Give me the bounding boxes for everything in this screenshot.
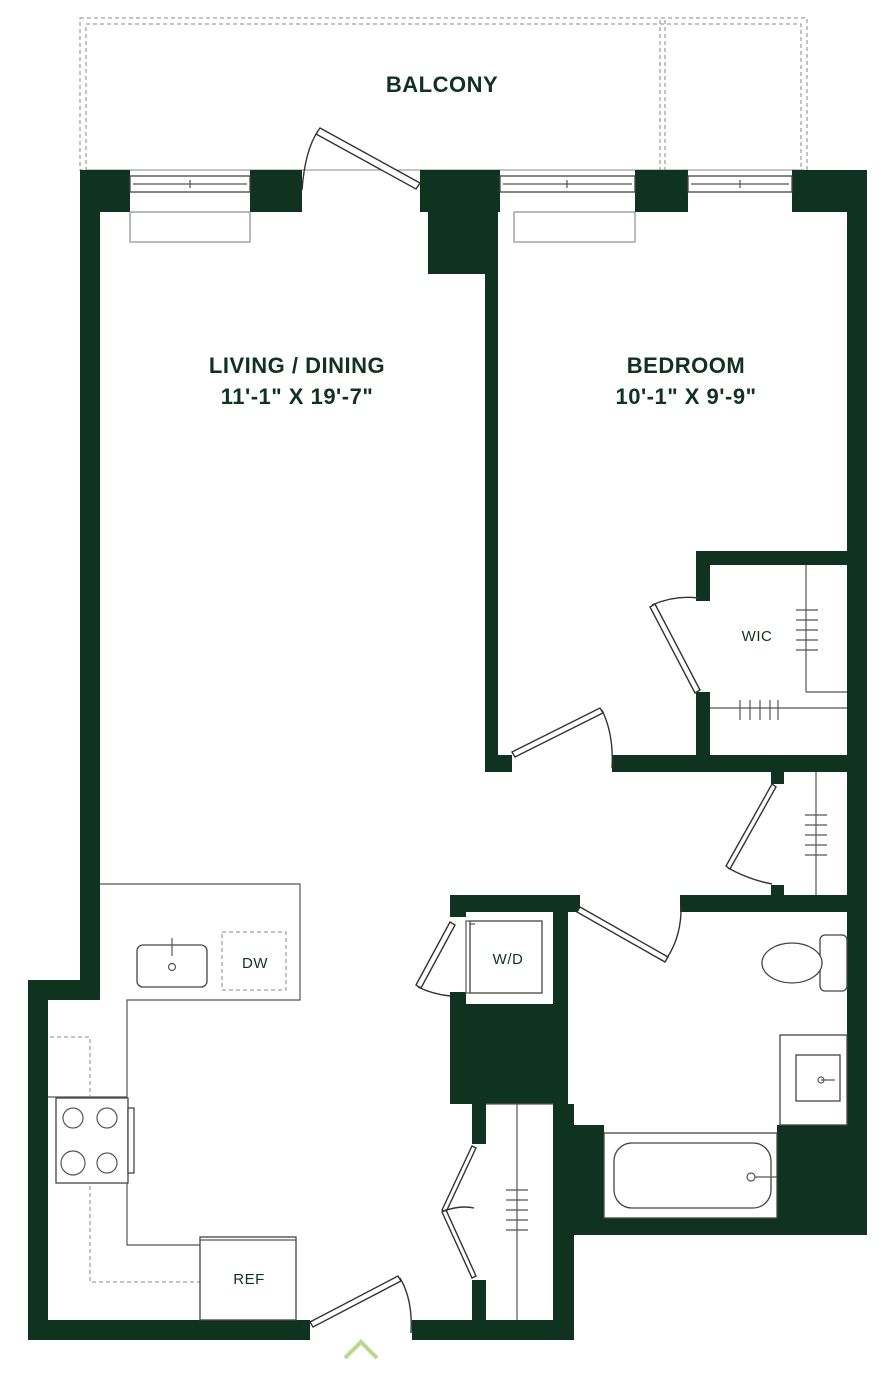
bedroom-door (511, 707, 613, 769)
washer-dryer-label: W/D (493, 951, 524, 968)
closet-fixtures (486, 565, 847, 1320)
wic-label: WIC (742, 628, 773, 645)
dishwasher-label: DW (242, 955, 268, 972)
wic-door (649, 596, 701, 694)
washer-dryer (465, 920, 543, 994)
walls (28, 170, 867, 1340)
hall-closet-door (725, 782, 777, 885)
bedroom-dimensions: 10'-1" X 9'-9" (615, 384, 756, 409)
refrigerator-label: REF (233, 1271, 265, 1288)
dishwasher (221, 931, 287, 991)
cooktop-icon (55, 1097, 135, 1184)
bathroom (603, 934, 848, 1219)
kitchen (48, 883, 301, 1321)
doors (301, 127, 777, 1334)
window-living (129, 175, 251, 243)
living-dining-label: LIVING / DINING (209, 353, 385, 378)
refrigerator (199, 1236, 297, 1321)
window-bedroom-2 (687, 175, 793, 193)
entry-door (309, 1275, 412, 1334)
bedroom-label: BEDROOM (627, 353, 745, 378)
windows (129, 175, 793, 243)
bathroom-door (576, 904, 682, 963)
window-bedroom-1 (499, 175, 636, 243)
living-dining-dimensions: 11'-1" X 19'-7" (221, 384, 374, 409)
balcony-door (301, 127, 422, 191)
laundry-door (415, 921, 456, 997)
entry-arrow-icon (343, 1339, 379, 1360)
coat-closet-door (441, 1145, 477, 1279)
bathtub-icon (603, 1132, 778, 1219)
toilet-icon (761, 934, 848, 992)
balcony-label: BALCONY (386, 72, 498, 97)
sink-icon (779, 1034, 848, 1126)
